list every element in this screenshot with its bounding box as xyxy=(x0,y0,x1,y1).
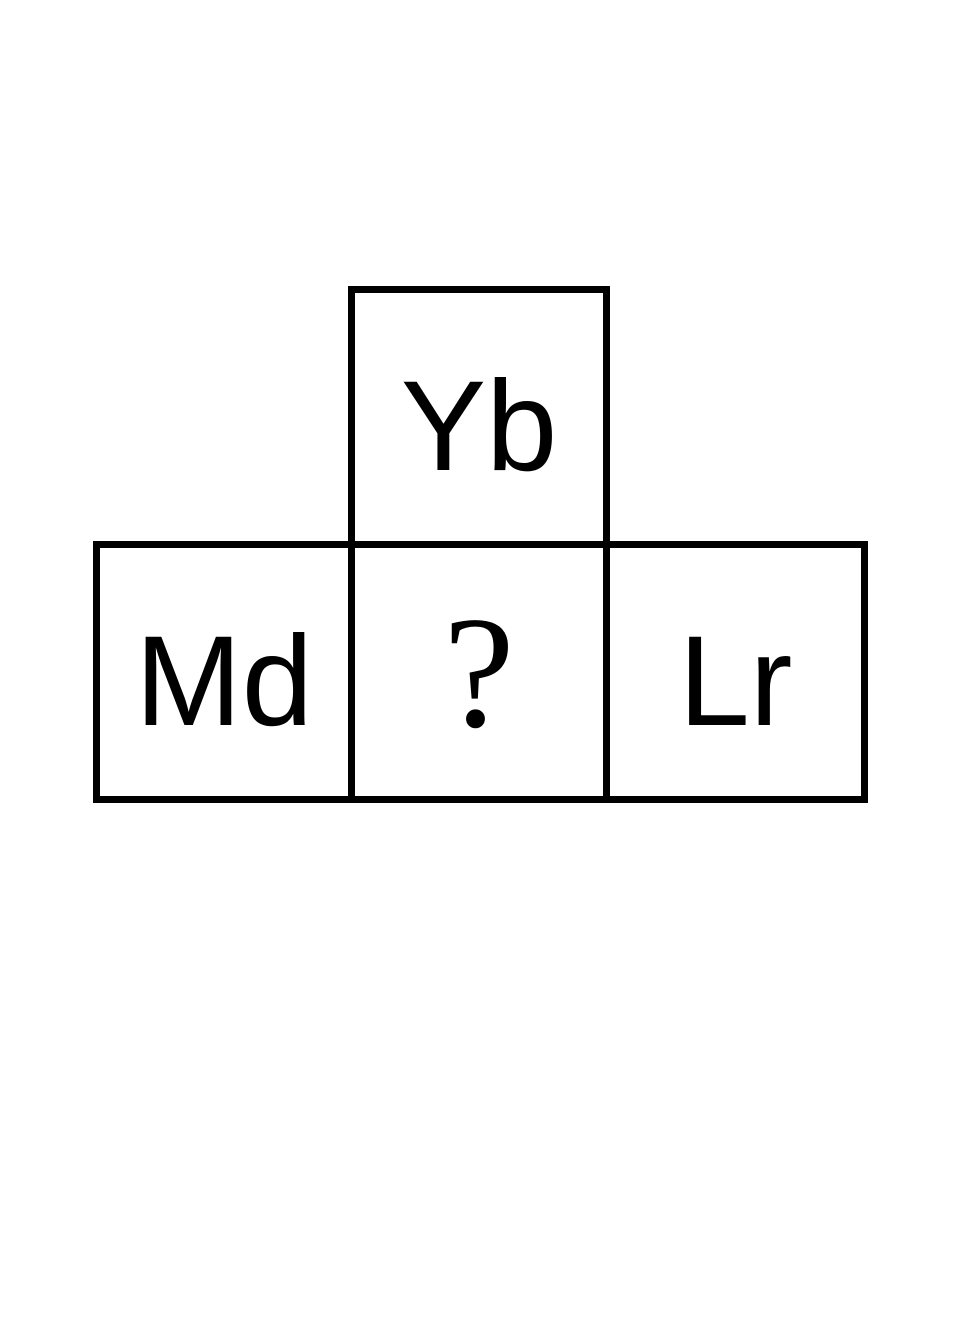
center-unknown-cell: ? xyxy=(348,541,610,803)
top-element-cell: Yb xyxy=(348,286,610,548)
top-element-symbol: Yb xyxy=(400,355,558,498)
right-element-symbol: Lr xyxy=(678,610,793,753)
left-element-cell: Md xyxy=(93,541,355,803)
right-element-cell: Lr xyxy=(603,541,868,803)
question-mark: ? xyxy=(443,583,515,761)
left-element-symbol: Md xyxy=(135,610,313,753)
